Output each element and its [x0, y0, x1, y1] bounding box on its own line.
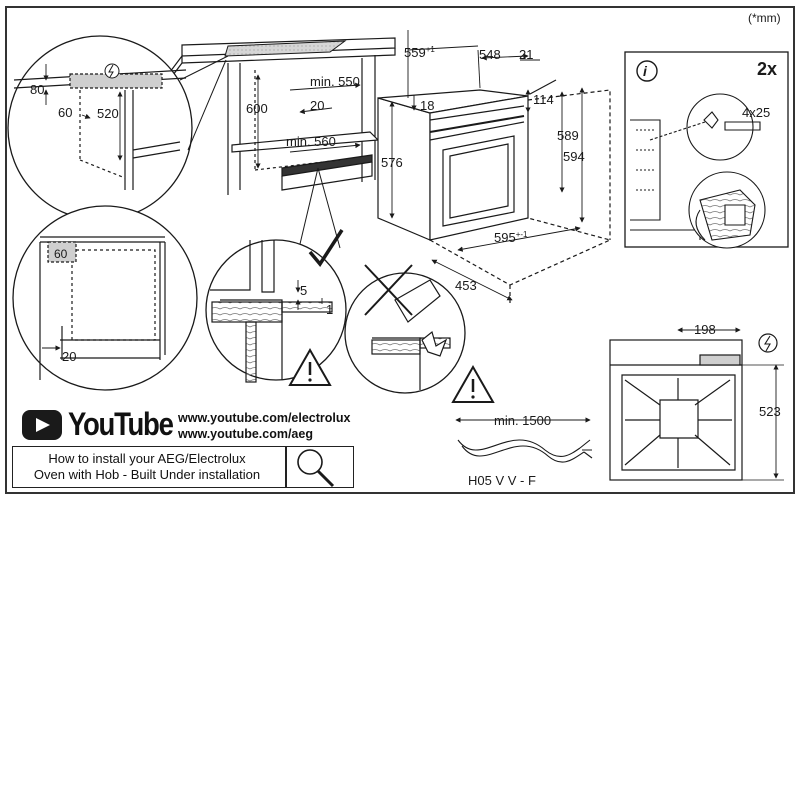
warning-triangle-icon: [288, 347, 332, 386]
dim-589: 589: [557, 128, 579, 143]
dim-5: 5: [300, 283, 307, 298]
info-icon: [636, 60, 658, 82]
cross-icon: [364, 264, 413, 316]
search-icon: [297, 449, 335, 488]
howto-video-box[interactable]: How to install your AEG/Electrolux Oven …: [12, 446, 354, 488]
checkmark-icon: [308, 229, 344, 267]
dim-600: 600: [246, 101, 268, 116]
dim-1: 1: [326, 302, 333, 317]
detail-circle-cabinet-side: [12, 205, 198, 391]
dim-453: 453: [455, 278, 477, 293]
dim-min550: min. 550: [310, 74, 360, 89]
dim-576: 576: [381, 155, 403, 170]
power-warning-icon: [104, 63, 120, 79]
power-cable: [455, 417, 593, 463]
youtube-play-icon: [22, 410, 62, 440]
detail-circle-worktop: [7, 35, 229, 221]
warning-triangle-icon: [451, 364, 495, 403]
dim-595: 595+-1: [494, 230, 528, 245]
dim-min560: min. 560: [286, 134, 336, 149]
detail-circle-incorrect: [344, 264, 466, 394]
sheet-border: [5, 6, 795, 494]
dim-548: 548: [479, 47, 501, 62]
cable-min-length: min. 1500: [494, 413, 551, 428]
info-glyph: i: [643, 63, 648, 79]
screw-size: 4x25: [742, 105, 770, 120]
dim-20-top: 20: [310, 98, 324, 113]
howto-line-2: Oven with Hob - Built Under installation: [33, 467, 261, 482]
howto-line-1: How to install your AEG/Electrolux: [48, 451, 246, 466]
dim-594: 594: [563, 149, 585, 164]
youtube-urls: www.youtube.com/electrolux www.youtube.c…: [178, 410, 351, 442]
info-panel: [624, 51, 789, 249]
dim-21: 21: [519, 47, 533, 62]
dim-60-side: 60: [58, 105, 72, 120]
dim-198: 198: [694, 322, 716, 337]
detail-circle-correct: [205, 167, 347, 386]
cabinet-perspective: [69, 37, 396, 214]
howto-separator: [285, 447, 287, 487]
oven-back-view: [609, 327, 784, 481]
youtube-url-aeg[interactable]: www.youtube.com/aeg: [178, 427, 313, 441]
youtube-logo-text: YouTube: [68, 406, 174, 442]
dim-559: 559+1: [404, 45, 435, 60]
cable-type: H05 V V - F: [468, 473, 536, 488]
dim-18: 18: [420, 98, 434, 113]
power-warning-icon: [758, 333, 778, 353]
howto-title: How to install your AEG/Electrolux Oven …: [13, 451, 281, 483]
dim-20-bottom: 20: [62, 349, 76, 364]
dim-114: 114: [533, 92, 554, 107]
oven-perspective: [377, 30, 612, 305]
dim-60-box: 60: [54, 247, 68, 261]
count-2x: 2x: [757, 59, 777, 79]
youtube-url-electrolux[interactable]: www.youtube.com/electrolux: [178, 411, 351, 425]
dim-523: 523: [759, 404, 781, 419]
units-note: (*mm): [748, 11, 781, 25]
dim-80: 80: [30, 82, 44, 97]
dim-520: 520: [97, 106, 119, 121]
